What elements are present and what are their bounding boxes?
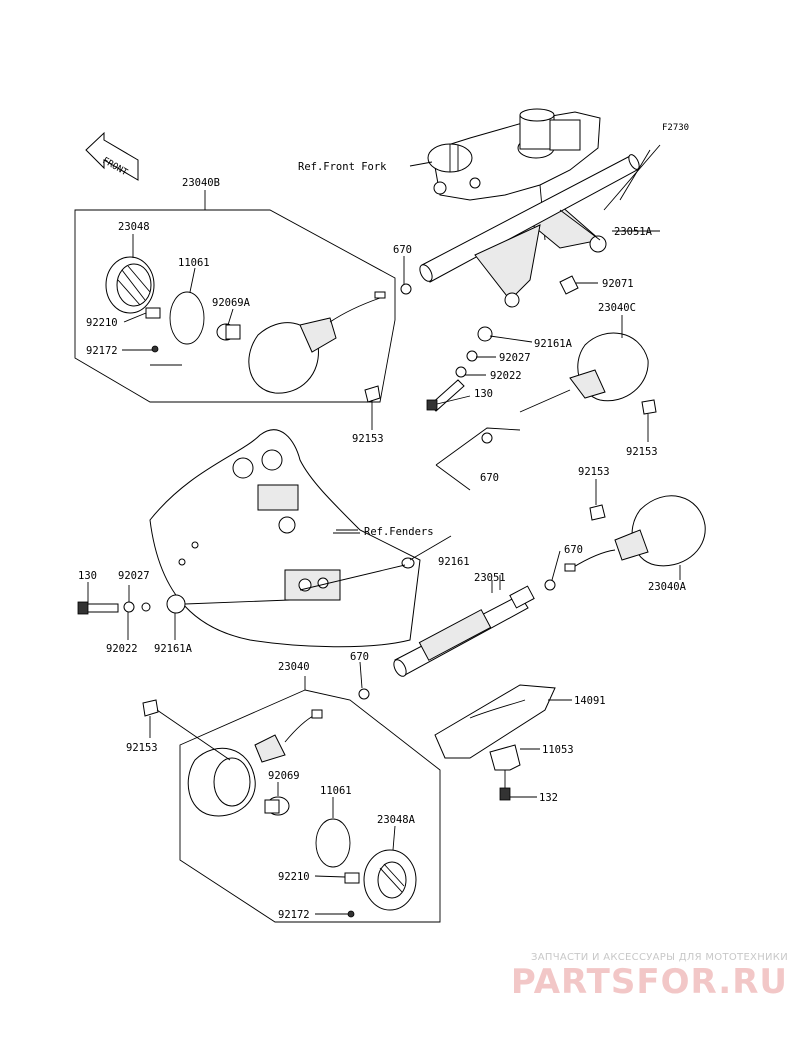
- tube-23051: [393, 575, 535, 677]
- part-label-132: 132: [539, 792, 558, 804]
- part-labels: Ref.Front Fork 23040B 23048 11061 92069A…: [78, 161, 687, 921]
- part-label-92022-a: 92022: [490, 370, 522, 382]
- box-23040: [179, 676, 441, 923]
- figure-code: F2730: [662, 123, 689, 133]
- part-label-92153-d: 92153: [126, 742, 158, 754]
- part-label-23040C: 23040C: [598, 302, 636, 314]
- gasket-11061-b: [315, 818, 351, 868]
- clamp-92071: [559, 275, 579, 295]
- clip-92210: [145, 307, 161, 319]
- part-label-92210-b: 92210: [278, 871, 310, 883]
- part-label-23048: 23048: [118, 221, 150, 233]
- leader-lines: [87, 161, 681, 915]
- part-label-130-b: 130: [78, 570, 97, 582]
- bracket-11053: [489, 744, 521, 801]
- signal-housing-23040C: [519, 315, 649, 413]
- part-label-670-a: 670: [393, 244, 412, 256]
- part-label-92027-b: 92027: [118, 570, 150, 582]
- part-label-23048A: 23048A: [377, 814, 416, 826]
- signal-housing-23040: [187, 709, 323, 817]
- part-label-130-a: 130: [474, 388, 493, 400]
- fastener-stack-lower: [77, 594, 291, 615]
- grommet-92153-b: [641, 399, 657, 415]
- watermark-logo: PARTSFOR.RU: [510, 962, 788, 1002]
- cover-14091: [434, 684, 556, 759]
- part-label-92172-a: 92172: [86, 345, 118, 357]
- lens-23048A: [363, 849, 417, 911]
- part-label-92172-b: 92172: [278, 909, 310, 921]
- part-label-92027-a: 92027: [499, 352, 531, 364]
- part-label-23040: 23040: [278, 661, 310, 673]
- ref-fenders-label: Ref.Fenders: [364, 526, 434, 538]
- oring-670-c: [544, 579, 556, 591]
- part-label-11053: 11053: [542, 744, 574, 756]
- screw-92172-b: [347, 910, 355, 918]
- grommet-92153-d: [142, 699, 159, 717]
- part-label-92069A: 92069A: [212, 297, 251, 309]
- part-label-23040B: 23040B: [182, 177, 220, 189]
- part-label-92069: 92069: [268, 770, 300, 782]
- part-label-14091: 14091: [574, 695, 606, 707]
- box-23040B: [74, 190, 396, 403]
- oring-670-a: [400, 283, 412, 295]
- signal-housing-23040B: [248, 291, 386, 394]
- part-label-670-d: 670: [350, 651, 369, 663]
- screw-92172: [151, 345, 159, 353]
- part-label-92153-c: 92153: [578, 466, 610, 478]
- part-label-23040A: 23040A: [648, 581, 687, 593]
- watermark-tagline: ЗАПЧАСТИ И АКСЕССУАРЫ ДЛЯ МОТОТЕХНИКИ: [531, 952, 788, 963]
- part-label-92161A-a: 92161A: [534, 338, 573, 350]
- oring-670-d: [358, 688, 370, 700]
- lens-23048: [105, 256, 155, 314]
- fender-plate: [149, 429, 421, 648]
- grommet-92153-c: [589, 504, 606, 521]
- part-label-23051A: 23051A: [614, 226, 653, 238]
- bulb-92069A: [216, 323, 241, 341]
- part-label-92161A-b: 92161A: [154, 643, 193, 655]
- part-label-92161: 92161: [438, 556, 470, 568]
- part-label-670-c: 670: [564, 544, 583, 556]
- part-label-23051: 23051: [474, 572, 506, 584]
- gasket-11061: [169, 291, 205, 345]
- oring-670-b: [481, 432, 493, 444]
- ref-front-fork-label: Ref.Front Fork: [298, 161, 387, 173]
- grommet-92153-a: [364, 385, 381, 403]
- watermark: ЗАПЧАСТИ И АКСЕССУАРЫ ДЛЯ МОТОТЕХНИКИ PA…: [488, 952, 788, 1001]
- part-label-92210-a: 92210: [86, 317, 118, 329]
- part-label-92071: 92071: [602, 278, 634, 290]
- part-label-11061-b: 11061: [320, 785, 352, 797]
- part-label-92153-b: 92153: [626, 446, 658, 458]
- part-label-92022-b: 92022: [106, 643, 138, 655]
- bulb-92069: [264, 796, 290, 816]
- part-label-670-b: 670: [480, 472, 499, 484]
- part-label-92153-a: 92153: [352, 433, 384, 445]
- crossbar-tube: [419, 154, 640, 308]
- signal-housing-23040A: [564, 495, 706, 572]
- part-label-11061-a: 11061: [178, 257, 210, 269]
- front-fork-assembly: [427, 108, 607, 253]
- clip-92210-b: [344, 872, 360, 884]
- front-arrow-icon: FRONT: [85, 131, 139, 181]
